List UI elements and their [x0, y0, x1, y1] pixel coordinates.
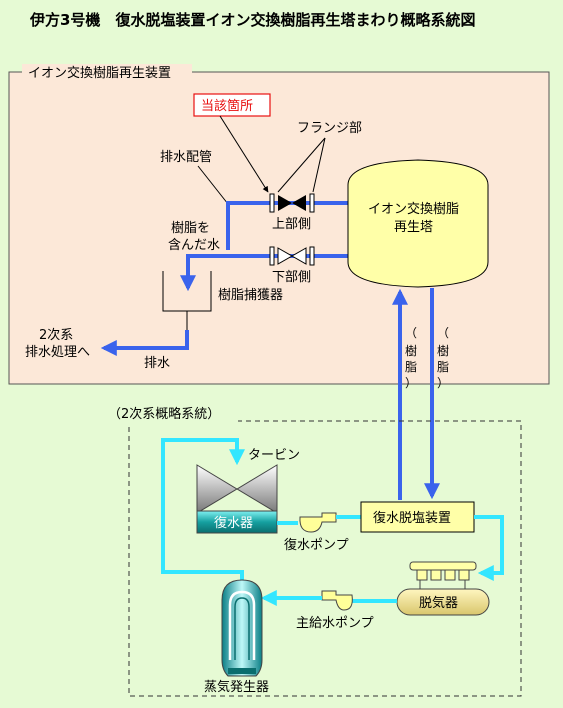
- deaerator: [396, 561, 490, 616]
- drain-pipe-label: 排水配管: [160, 150, 212, 165]
- highlight-pointer: [219, 115, 269, 193]
- demin-to-deaerator-line: [474, 515, 504, 581]
- secondary-system-label: （2次系概略系統）: [108, 406, 220, 422]
- upper-flange-right: [309, 193, 315, 213]
- lower-flange-right: [309, 246, 315, 266]
- lower-flange-left: [269, 246, 275, 266]
- secondary-label-2: 排水処理へ: [25, 345, 90, 360]
- condenser-label: 復水器: [214, 515, 253, 531]
- regeneration-tower: [347, 159, 489, 288]
- regeneration-unit-label: イオン交換樹脂再生装置: [28, 65, 171, 81]
- upper-valve-left: [278, 195, 292, 211]
- feedwater-pump: [321, 590, 353, 611]
- resin-water-label-2: 含んだ水: [168, 237, 220, 253]
- upper-valve-right: [292, 195, 306, 211]
- highlight-box: [193, 93, 271, 117]
- tower-label-1: イオン交換樹脂: [368, 201, 459, 217]
- upper-side-label: 上部側: [272, 217, 311, 232]
- secondary-system-box: [128, 420, 522, 697]
- resin-up-char-3: ）: [405, 376, 417, 390]
- turbine-label: タービン: [248, 448, 300, 463]
- demineralizer: [360, 501, 475, 533]
- steam-line-sg: [161, 530, 244, 580]
- flange-leader-right: [312, 137, 326, 193]
- secondary-label-1: 2次系: [39, 327, 73, 343]
- flange-label: フランジ部: [297, 121, 362, 136]
- steam-line: [161, 438, 245, 530]
- turbine: [196, 464, 278, 514]
- resin-down-char-3: ）: [437, 376, 449, 390]
- regeneration-unit-label-bg: [22, 64, 192, 80]
- lower-valve-right: [290, 247, 307, 265]
- tower-label-2: 再生塔: [394, 220, 433, 235]
- resin-down-char-0: （: [437, 326, 449, 340]
- resin-up-label: （ 樹 脂 ）: [405, 326, 417, 390]
- demineralizer-label: 復水脱塩装置: [373, 510, 451, 526]
- drain-pipe-leader: [197, 165, 229, 205]
- resin-up-char-0: （: [405, 326, 417, 340]
- upper-pipe: [226, 201, 348, 250]
- upper-flange-left: [269, 193, 275, 213]
- secondary-system-label-bg: [104, 405, 238, 423]
- drain-label: 排水: [144, 356, 170, 371]
- resin-water-label-1: 樹脂を: [171, 221, 210, 236]
- condensate-pump: [299, 512, 337, 533]
- drain-pipe: [100, 330, 189, 356]
- resin-trap-label: 樹脂捕獲器: [218, 287, 283, 303]
- feedwater-pump-label: 主給水ポンプ: [296, 616, 374, 631]
- condensate-pump-label: 復水ポンプ: [284, 537, 349, 553]
- deaerator-label: 脱気器: [419, 595, 458, 611]
- steam-generator: [221, 579, 263, 677]
- resin-down-label: （ 樹 脂 ）: [437, 326, 449, 390]
- highlight-label: 当該箇所: [201, 98, 253, 114]
- resin-down-char-1: 樹: [437, 344, 449, 358]
- resin-down-char-2: 脂: [437, 359, 449, 374]
- lower-valve-left: [277, 247, 294, 265]
- resin-up-char-2: 脂: [405, 359, 417, 374]
- flange-leader-left: [277, 137, 326, 193]
- lower-side-label: 下部側: [272, 270, 311, 285]
- steam-generator-label: 蒸気発生器: [204, 679, 269, 695]
- resin-up-char-1: 樹: [405, 344, 417, 358]
- page-title: 伊方3号機 復水脱塩装置イオン交換樹脂再生塔まわり概略系統図: [29, 11, 475, 29]
